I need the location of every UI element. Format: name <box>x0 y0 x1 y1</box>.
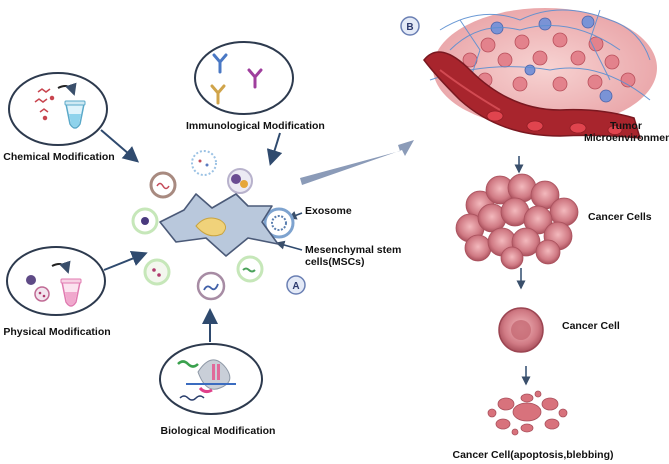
curved-arrow-icon <box>51 260 71 274</box>
immunological-modification-oval <box>194 41 294 115</box>
cancer-cell-label: Cancer Cell <box>562 320 620 332</box>
svg-text:A: A <box>292 281 299 292</box>
biological-modification-label: Biological Modification <box>160 425 276 437</box>
microcentrifuge-tube-icon <box>64 100 86 129</box>
extracellular-vesicle-icon <box>196 271 226 301</box>
chemical-modification-oval <box>8 72 108 146</box>
arrow-msc-label <box>275 240 303 251</box>
extracellular-vesicle-icon <box>236 255 264 283</box>
chemical-modification-label: Chemical Modification <box>3 151 115 163</box>
msc-label-line2: cells(MSCs) <box>305 256 365 268</box>
arrow-immunological-to-msc <box>266 132 283 166</box>
cancer-cells-cluster-icon <box>455 173 579 270</box>
particle-icon <box>26 275 36 285</box>
cancer-cells-label: Cancer Cells <box>588 211 652 223</box>
molecule-icon <box>34 88 55 121</box>
extracellular-vesicle-icon <box>191 150 217 176</box>
blood-vessel-icon <box>423 51 642 139</box>
apoptotic-cell-icon <box>487 390 568 436</box>
extracellular-vesicle-icon <box>227 168 253 194</box>
physical-modification-oval <box>6 246 106 316</box>
cancer-cell-icon <box>498 307 544 353</box>
vesicle-icon <box>34 286 50 302</box>
msc-label-line1: Mesenchymal stem <box>305 244 402 256</box>
arrow-physical-to-msc <box>103 251 148 271</box>
antibody-icon <box>210 53 263 105</box>
immunological-modification-label: Immunological Modification <box>186 120 325 132</box>
cancer-cell-apoptosis-label: Cancer Cell(apoptosis,blebbing) <box>452 449 614 461</box>
crispr-complex-icon <box>186 359 236 394</box>
extracellular-vesicle-icon <box>149 171 177 199</box>
curved-arrow-icon <box>57 82 77 96</box>
extracellular-vesicle-icon <box>131 207 159 235</box>
arrow-chemical-to-msc <box>100 129 140 163</box>
physical-modification-label: Physical Modification <box>3 326 111 338</box>
mesenchymal-stem-cell-icon <box>159 193 279 257</box>
tumor-label-line1: Tumor <box>610 120 642 132</box>
big-arrow-a-to-b <box>300 140 414 185</box>
tumor-microenvironment-illustration <box>423 8 657 139</box>
rna-strand-icon <box>177 360 199 368</box>
microcentrifuge-tube-icon <box>60 278 82 307</box>
panel-b-badge: B <box>400 16 420 36</box>
panel-a-badge: A <box>286 275 306 295</box>
exosome-label: Exosome <box>305 205 352 217</box>
svg-text:B: B <box>406 22 413 33</box>
exosome-icon <box>263 207 295 239</box>
extracellular-vesicle-icon <box>143 258 171 286</box>
dna-strand-icon <box>179 395 205 401</box>
tumor-label-line2: Microenvironment <box>584 132 669 144</box>
biological-modification-oval <box>159 343 263 415</box>
